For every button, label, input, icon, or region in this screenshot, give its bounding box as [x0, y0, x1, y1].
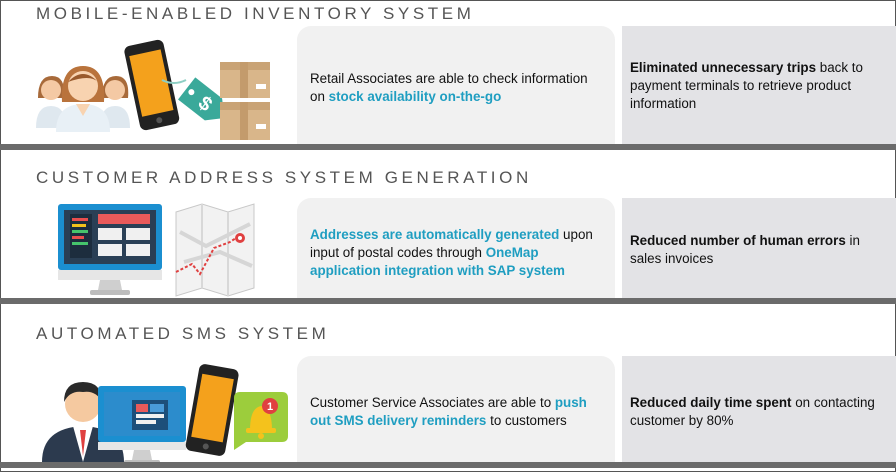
- benefit-panel: Reduced number of human errors in sales …: [622, 198, 896, 298]
- benefit-bold: Reduced number of human errors: [630, 233, 846, 248]
- section-title: MOBILE-ENABLED INVENTORY SYSTEM: [36, 4, 475, 23]
- description-plain: Customer Service Associates are able to: [310, 395, 555, 410]
- benefit-panel: Reduced daily time spent on contacting c…: [622, 356, 896, 464]
- benefit-text: Reduced number of human errors in sales …: [630, 232, 892, 268]
- description-panel: Customer Service Associates are able to …: [297, 356, 615, 464]
- description-highlight: push out SMS delivery reminders: [310, 395, 587, 428]
- boxes-icon: [220, 62, 270, 140]
- notification-badge: 1: [266, 401, 274, 413]
- description-text: Retail Associates are able to check info…: [310, 70, 605, 106]
- section-address-generation: CUSTOMER ADDRESS SYSTEM GENERATION Addre…: [0, 150, 896, 303]
- price-tag-icon: $: [161, 77, 225, 121]
- monitor-icon: [58, 204, 162, 295]
- section-title: AUTOMATED SMS SYSTEM: [36, 324, 330, 343]
- description-highlight: OneMap application integration with SAP …: [310, 245, 565, 278]
- description-highlight: stock availability on-the-go: [328, 89, 502, 104]
- benefit-plain: back to payment terminals to retrieve pr…: [630, 60, 863, 111]
- description-text: Customer Service Associates are able to …: [310, 394, 610, 430]
- section-automated-sms: AUTOMATED SMS SYSTEM 1: [0, 304, 896, 472]
- benefit-plain: in sales invoices: [630, 233, 860, 266]
- section-divider: [0, 462, 896, 468]
- description-plain: Retail Associates are able to check info…: [310, 71, 588, 104]
- section-divider: [0, 298, 896, 304]
- section-divider: [0, 144, 896, 150]
- description-plain: upon input of postal codes through: [310, 227, 593, 260]
- monitor-icon: [98, 386, 186, 465]
- benefit-panel: Eliminated unnecessary trips back to pay…: [622, 26, 896, 145]
- section-mobile-inventory: MOBILE-ENABLED INVENTORY SYSTEM $: [0, 0, 896, 150]
- description-text: Addresses are automatically generated up…: [310, 226, 600, 280]
- benefit-text: Eliminated unnecessary trips back to pay…: [630, 59, 892, 113]
- benefit-bold: Eliminated unnecessary trips: [630, 60, 817, 75]
- description-panel: Retail Associates are able to check info…: [297, 26, 615, 145]
- description-panel: Addresses are automatically generated up…: [297, 198, 615, 298]
- benefit-text: Reduced daily time spent on contacting c…: [630, 394, 892, 430]
- bell-icon: [234, 392, 288, 450]
- map-icon: [175, 203, 255, 297]
- benefit-plain: on contacting customer by 80%: [630, 395, 875, 428]
- benefit-bold: Reduced daily time spent: [630, 395, 792, 410]
- description-highlight: Addresses are automatically generated: [310, 227, 560, 242]
- smartphone-icon: [124, 39, 180, 131]
- section-title: CUSTOMER ADDRESS SYSTEM GENERATION: [36, 168, 532, 187]
- people-icon: [36, 66, 130, 132]
- smartphone-icon: [185, 364, 239, 456]
- description-plain: to customers: [486, 413, 567, 428]
